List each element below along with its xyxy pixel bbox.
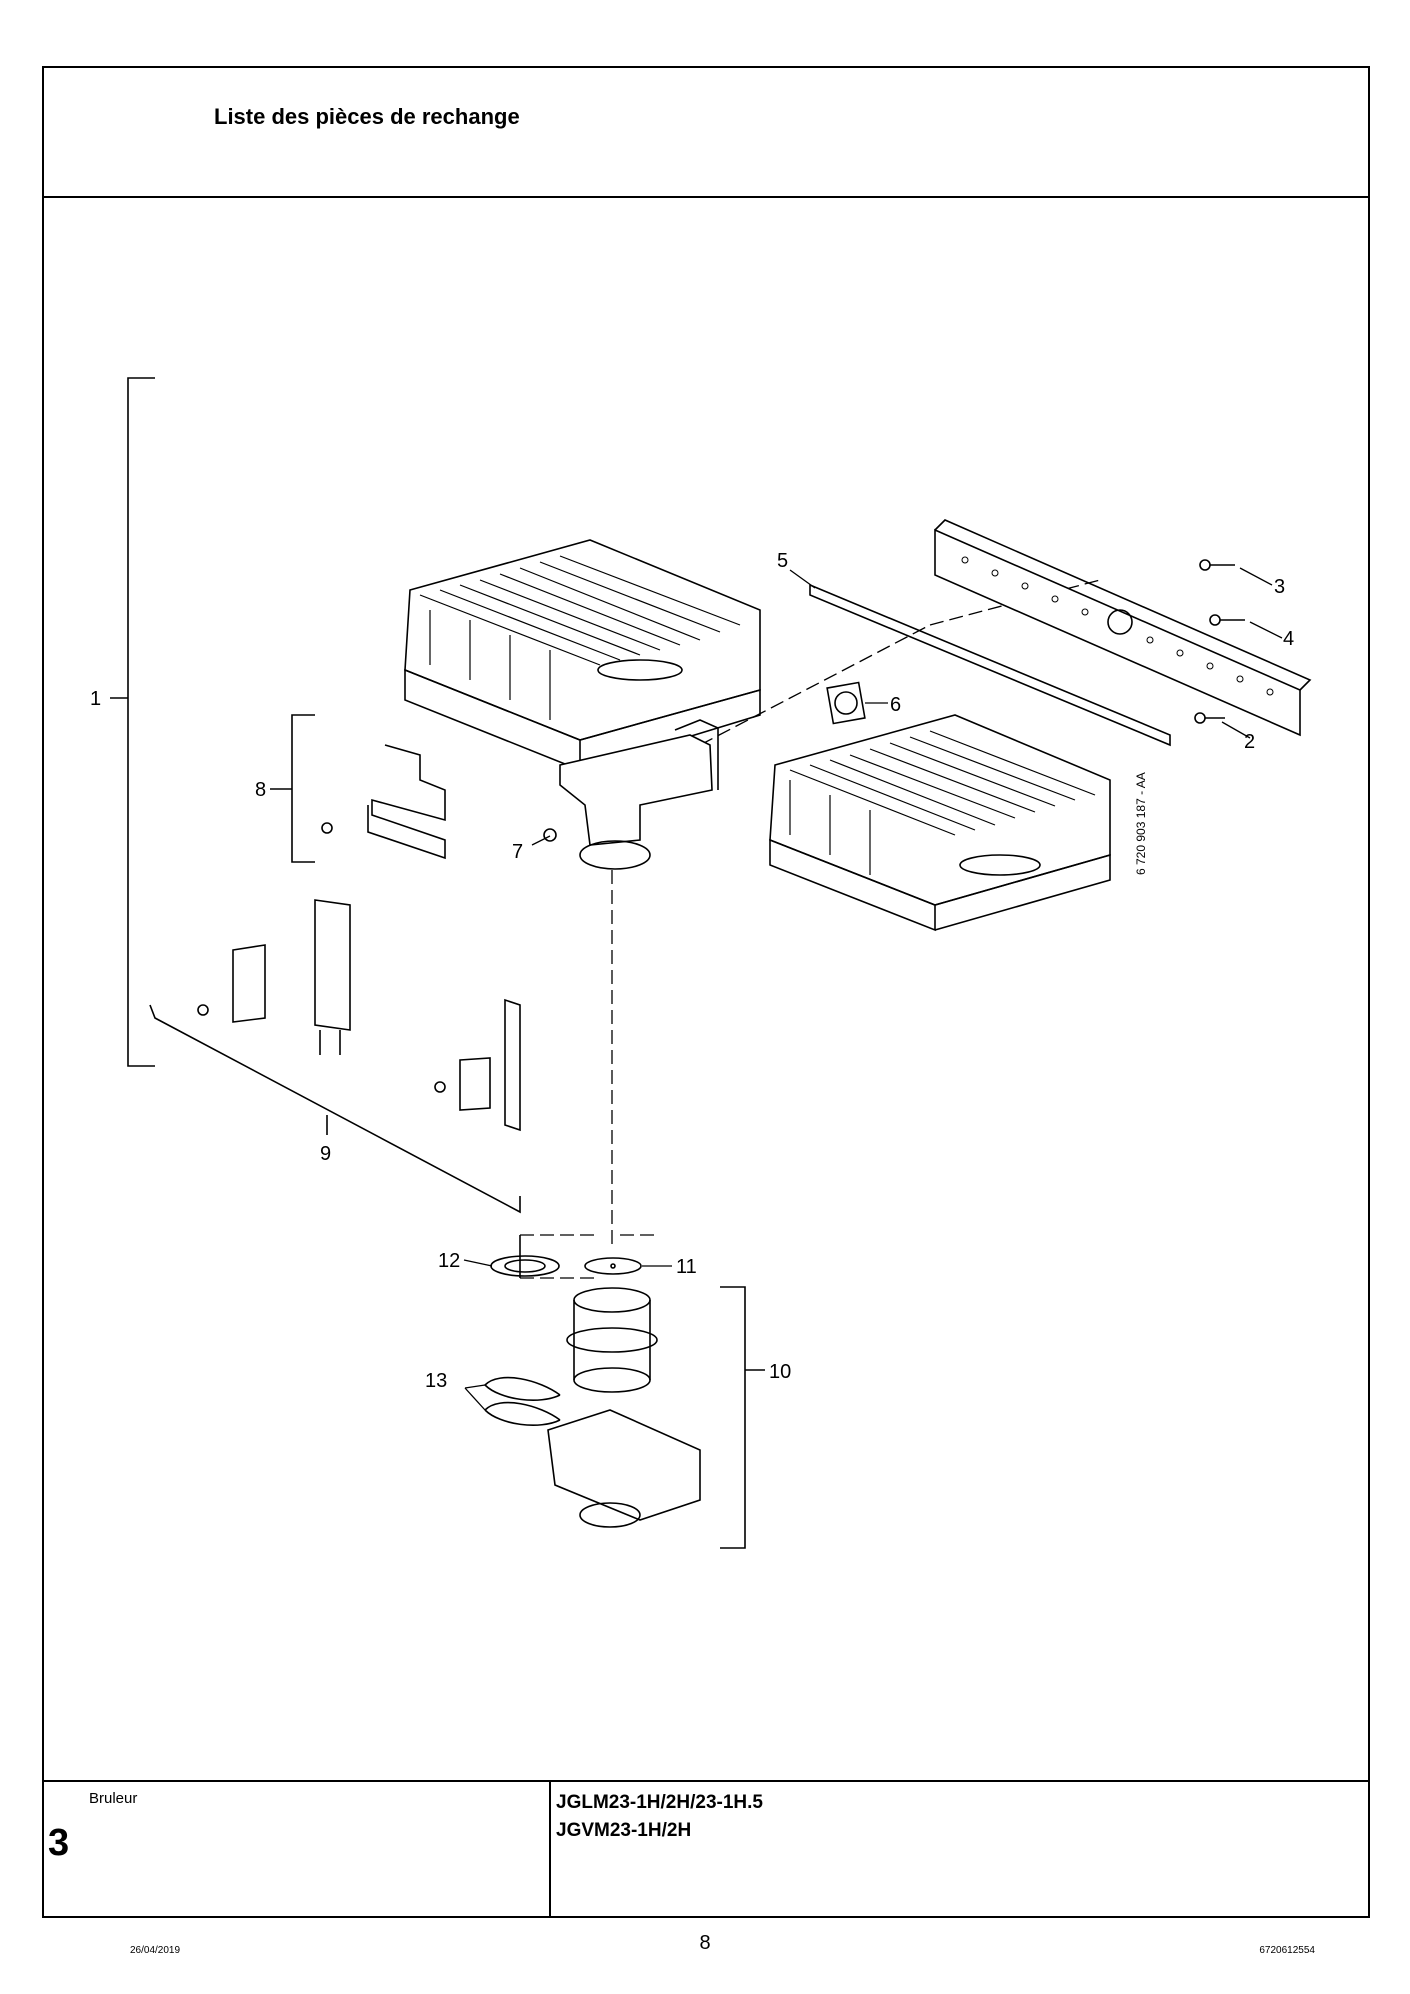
page-number: 8 <box>699 1932 711 1954</box>
bracket-9 <box>149 1004 521 1214</box>
orifice-11 <box>584 1257 642 1275</box>
bracket-1 <box>127 377 155 1067</box>
manifold-bar <box>934 519 1312 737</box>
page-frame: Liste des pièces de rechange Bruleur 3 J… <box>42 66 1370 1918</box>
electrode-set-9 <box>197 899 521 1132</box>
burner-block-upper <box>404 539 761 772</box>
label-12: 12 <box>438 1250 460 1272</box>
label-10: 10 <box>769 1361 791 1383</box>
bracket-part-8 <box>321 744 446 860</box>
label-3: 3 <box>1274 576 1285 598</box>
screw-7 <box>543 828 557 842</box>
screw-4 <box>1209 614 1221 626</box>
label-2: 2 <box>1244 731 1255 753</box>
model-line-2: JGVM23-1H/2H <box>556 1820 692 1841</box>
label-11: 11 <box>676 1256 697 1278</box>
footer: Bruleur 3 JGLM23-1H/2H/23-1H.5 JGVM23-1H… <box>44 1780 1368 1916</box>
page-title: Liste des pièces de rechange <box>214 104 520 129</box>
drawing-code: 6 720 903 187 - AA <box>1134 772 1148 875</box>
section-number: 3 <box>48 1822 70 1864</box>
label-6: 6 <box>890 694 901 716</box>
bracket-10 <box>720 1286 746 1549</box>
flame-strip <box>809 583 1171 747</box>
header: Liste des pièces de rechange <box>44 68 1368 198</box>
print-date: 26/04/2019 <box>130 1945 181 1956</box>
model-line-1: JGLM23-1H/2H/23-1H.5 <box>556 1792 763 1813</box>
footer-divider <box>549 1782 551 1916</box>
clips-13 <box>484 1376 561 1426</box>
label-9: 9 <box>320 1143 331 1165</box>
burner-block-lower <box>769 714 1111 932</box>
label-8: 8 <box>255 779 266 801</box>
bracket-8 <box>291 714 315 863</box>
label-4: 4 <box>1283 628 1294 650</box>
nozzle-assembly-10 <box>547 1287 701 1528</box>
screw-2 <box>1194 712 1206 724</box>
section-label: Bruleur <box>89 1790 138 1807</box>
label-7: 7 <box>512 841 523 863</box>
label-13: 13 <box>425 1370 447 1392</box>
label-1: 1 <box>90 688 101 710</box>
washer-12 <box>490 1255 560 1277</box>
label-5: 5 <box>777 550 788 572</box>
document-number: 6720612554 <box>1259 1945 1315 1956</box>
screw-3 <box>1199 559 1211 571</box>
gasket-6 <box>826 681 866 725</box>
gas-inlet-housing <box>559 719 719 870</box>
